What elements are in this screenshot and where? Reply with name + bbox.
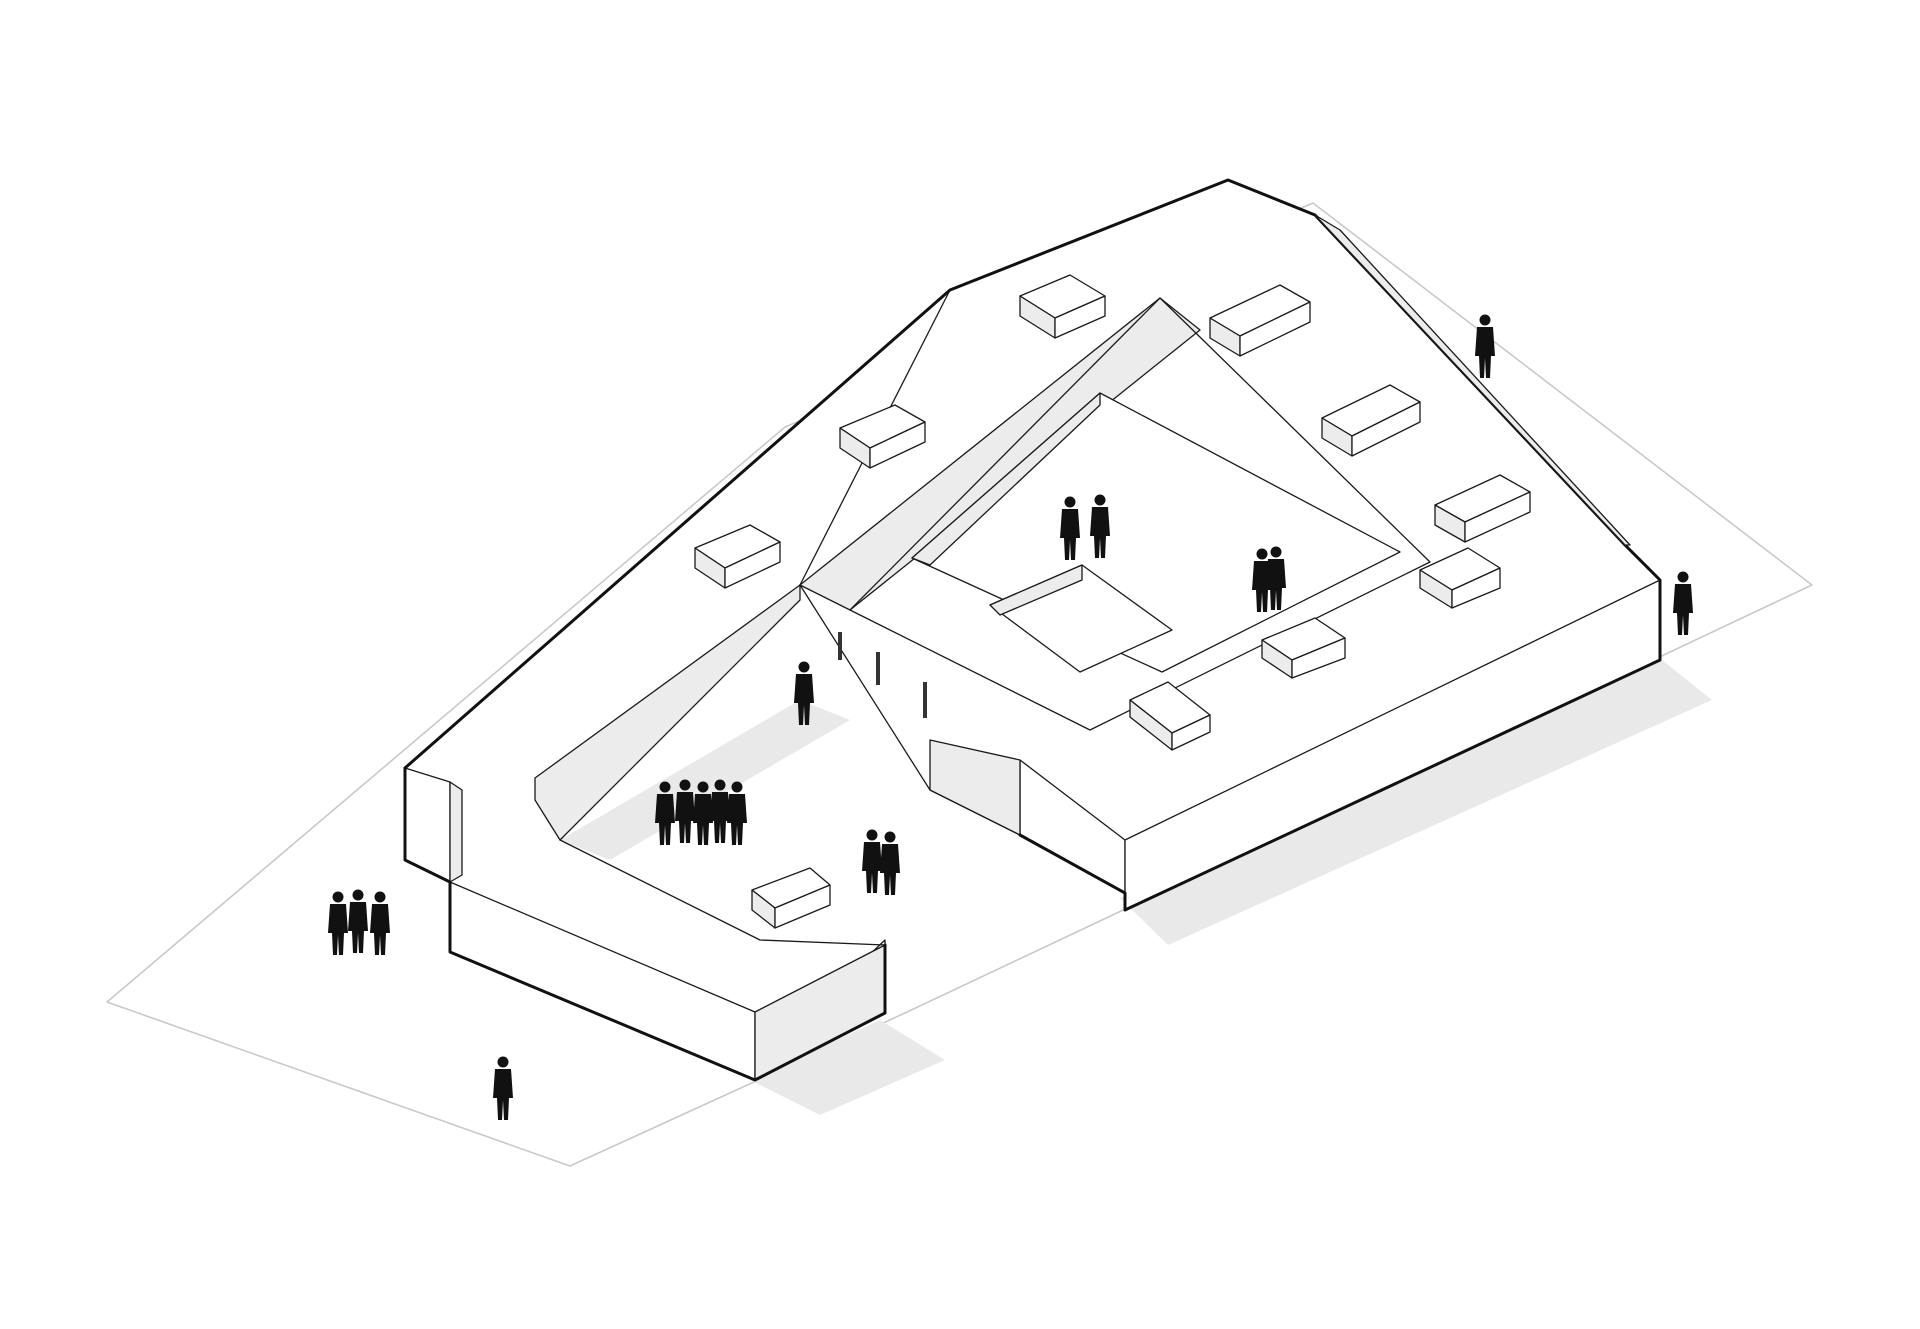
rooftop-unit: [694, 524, 781, 589]
rooftop-units: [694, 274, 1531, 929]
shadow-south-wing: [750, 1020, 945, 1115]
rooftop-unit: [839, 404, 926, 469]
shadow-forecourt: [560, 700, 850, 860]
entry-columns: [838, 632, 927, 718]
rooftop-unit: [1019, 274, 1106, 339]
west-end-notch: [449, 781, 463, 883]
rooftop-unit: [1321, 384, 1421, 457]
rooftop-unit: [1129, 681, 1211, 751]
south-wing-outline: [403, 766, 887, 1082]
courtyard-rim-north: [799, 297, 1201, 611]
plaza-edge: [911, 392, 1101, 566]
wing-inner-wall: [534, 584, 801, 841]
forecourt-group: [655, 779, 747, 845]
rooftop-unit: [1419, 547, 1501, 609]
courtyard-block: [403, 178, 1662, 912]
ground-shadows: [560, 660, 1712, 1115]
east-arm-shade: [1314, 214, 1631, 546]
rooftop-unit: [1434, 474, 1531, 543]
courtyard-opening: [849, 297, 1431, 731]
rooftop-unit: [1261, 617, 1346, 679]
rooftop-unit: [751, 867, 831, 929]
rooftop-unit: [1209, 284, 1311, 357]
light-well-wall: [989, 564, 1083, 616]
main-outline: [403, 178, 1662, 912]
west-trio: [328, 889, 390, 955]
shadow-south-east: [1120, 660, 1712, 945]
